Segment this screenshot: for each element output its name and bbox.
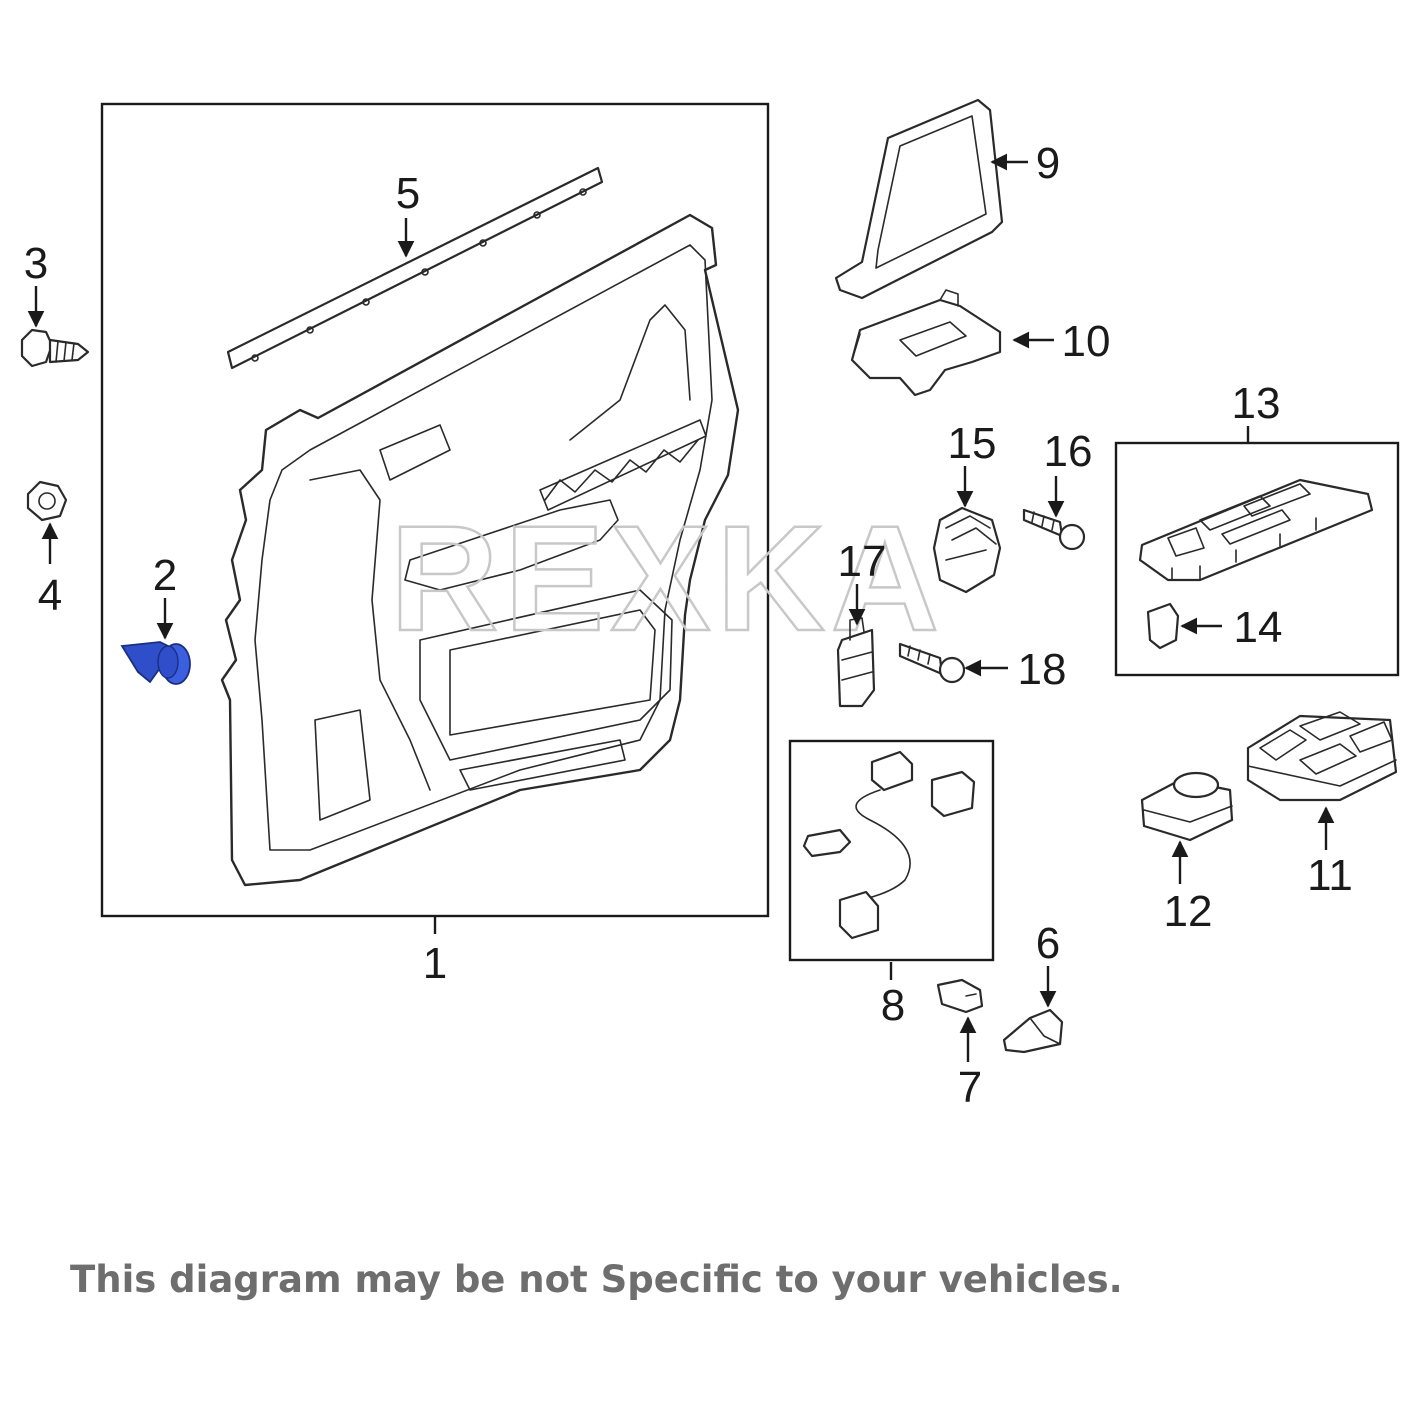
- harness-group-box: [788, 739, 995, 962]
- callout-4: 4: [38, 571, 62, 620]
- part-socket: [836, 617, 876, 708]
- part-master-switch: [1246, 711, 1398, 802]
- callout-9: 9: [1036, 139, 1060, 188]
- watermark-text: REXKA: [390, 494, 945, 662]
- part-mirror-switch: [1140, 771, 1234, 842]
- part-clip-nut: [26, 480, 68, 522]
- callout-5: 5: [396, 169, 420, 218]
- callout-16: 16: [1044, 427, 1093, 476]
- callout-14: 14: [1234, 603, 1283, 652]
- part-pocket-trim: [834, 98, 1004, 300]
- part-bracket: [850, 289, 1002, 397]
- callout-arrows: [27, 153, 1335, 1062]
- callout-7: 7: [958, 1063, 982, 1112]
- callout-13: 13: [1232, 379, 1281, 428]
- switch-panel-group-box: [1114, 441, 1400, 677]
- part-harness: [802, 750, 976, 940]
- part-bolt: [20, 328, 90, 368]
- part-switch-panel: [1138, 478, 1374, 582]
- callout-12: 12: [1164, 887, 1213, 936]
- part-lens: [1002, 1008, 1064, 1054]
- callout-3: 3: [24, 239, 48, 288]
- callout-1: 1: [423, 939, 447, 988]
- callout-11: 11: [1307, 851, 1353, 900]
- callout-2: 2: [153, 551, 177, 600]
- disclaimer-text: This diagram may be not Specific to your…: [70, 1258, 1123, 1301]
- callout-6: 6: [1036, 919, 1060, 968]
- part-screw-lower: [898, 642, 966, 684]
- part-trim-clip-highlighted: [120, 641, 191, 685]
- callout-8: 8: [881, 981, 905, 1030]
- callout-10: 10: [1062, 317, 1111, 366]
- callout-15: 15: [948, 419, 997, 468]
- callout-18: 18: [1018, 645, 1067, 694]
- part-door-trim-panel: [220, 213, 740, 887]
- callout-17: 17: [838, 537, 887, 586]
- part-weatherstrip: [226, 166, 604, 370]
- part-screw-upper: [1022, 508, 1086, 551]
- part-cap: [1146, 602, 1180, 650]
- callout-labels: 1 2 3 4 5 6 7 8 9 10 11 12 13 14 15 16 1…: [24, 139, 1353, 1112]
- part-switch: [932, 506, 1002, 594]
- part-bulb: [936, 978, 984, 1014]
